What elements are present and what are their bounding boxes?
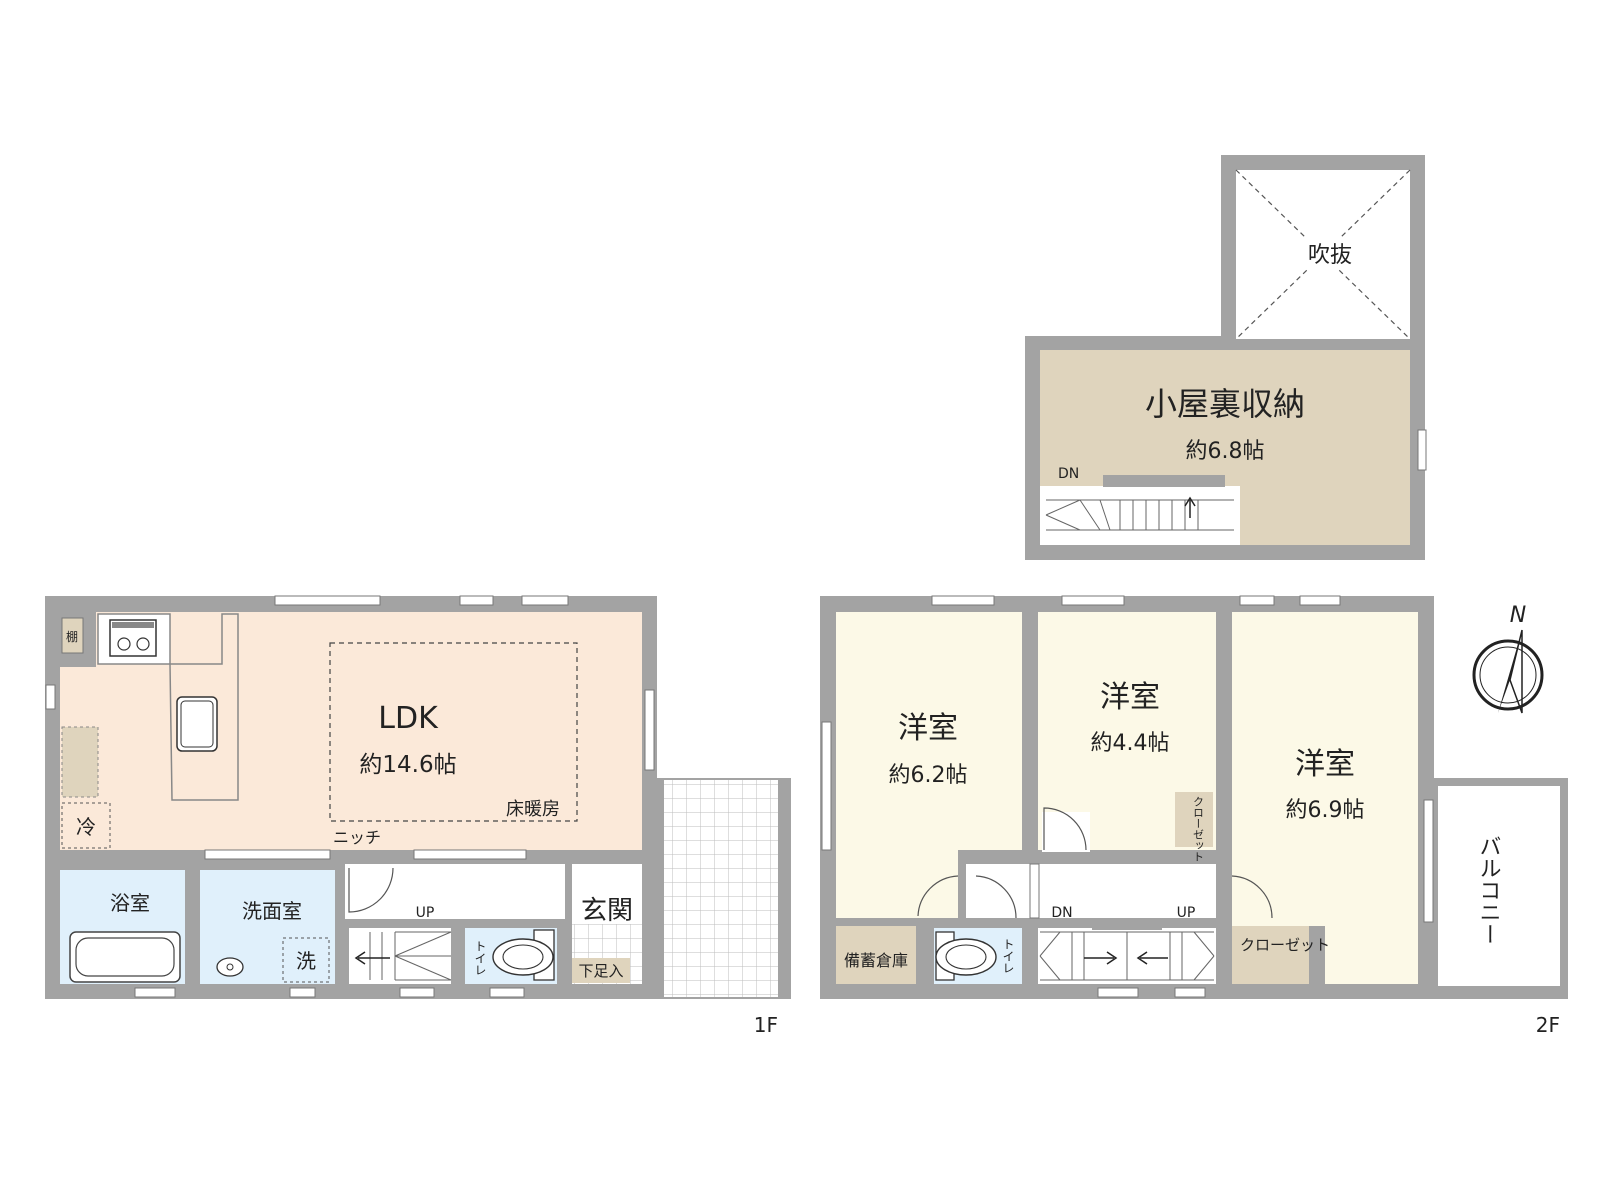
window <box>1239 595 1275 606</box>
washer-space <box>282 937 330 983</box>
bath-label: 浴室 <box>110 891 150 915</box>
toilet-icon <box>492 938 554 976</box>
window <box>459 595 494 606</box>
shelf-box <box>61 617 84 654</box>
burner-icon <box>117 637 131 651</box>
window <box>204 849 331 860</box>
compass-ring <box>1472 639 1544 711</box>
wash-basin <box>216 957 244 977</box>
closet <box>1232 926 1309 984</box>
attic-window <box>1417 429 1427 471</box>
floor-heating-label: 床暖房 <box>506 799 560 820</box>
floor1-stairs-up-label: UP <box>416 905 435 921</box>
entrance-label: 玄関 <box>581 896 633 926</box>
door-swing <box>1231 875 1273 919</box>
fridge-label: 冷 <box>76 815 96 839</box>
terrace-tiles <box>664 780 778 997</box>
balcony-label: バルコニー <box>1476 835 1501 945</box>
window <box>521 595 569 606</box>
room-b-area: 約4.4帖 <box>1091 731 1170 756</box>
western-room-b <box>1038 612 1216 850</box>
compass-north-label: N <box>1510 603 1526 628</box>
window <box>399 987 435 998</box>
toilet-icon <box>935 938 997 976</box>
small-closet <box>1175 792 1213 847</box>
attic-stairs-dn-label: DN <box>1058 466 1079 482</box>
compass: N <box>1472 603 1544 714</box>
window <box>821 721 832 851</box>
floor2-label: 2F <box>1536 1013 1560 1037</box>
bathtub <box>69 931 181 983</box>
stockroom <box>836 926 916 984</box>
attic-storage-area: 約6.8帖 <box>1186 439 1265 464</box>
pantry-area <box>61 726 99 798</box>
floor1-toilet-label: トイレ <box>473 940 487 976</box>
window <box>289 987 316 998</box>
room-b-name: 洋室 <box>1100 680 1160 715</box>
door-swing <box>975 875 1017 919</box>
floor2-toilet-label: トイレ <box>1001 938 1015 974</box>
window <box>931 595 995 606</box>
balcony-floor <box>1438 786 1560 986</box>
floor2: バルコニー 洋室 約6.2帖 備蓄倉庫 洋室 約4.4帖 クローゼット 洋室 約… <box>820 595 1568 1037</box>
window <box>45 684 56 710</box>
window <box>1423 799 1434 923</box>
floor2-stairs-dn-label: DN <box>1051 905 1072 921</box>
void-label-bg <box>1300 238 1360 268</box>
compass-needle-icon <box>1498 630 1522 713</box>
void-label: 吹抜 <box>1308 243 1352 268</box>
room-c-area: 約6.9帖 <box>1286 798 1365 823</box>
window <box>644 689 655 771</box>
attic-stairs: DN <box>1040 466 1240 545</box>
floor1-hallway <box>345 864 565 919</box>
window <box>1097 987 1139 998</box>
window <box>1174 987 1206 998</box>
attic-floor: 吹抜 小屋裏収納 約6.8帖 <box>1025 155 1427 560</box>
floor2-stairs-up-label: UP <box>1177 905 1196 921</box>
window <box>274 595 381 606</box>
floor1-label: 1F <box>754 1013 778 1037</box>
window <box>134 987 176 998</box>
kitchen-sink <box>176 696 218 752</box>
room-a-area: 約6.2帖 <box>889 763 968 788</box>
floor2-hallway <box>966 864 1216 918</box>
washroom-label: 洗面室 <box>242 899 302 923</box>
door-swing <box>1043 807 1087 851</box>
door-swing <box>348 867 394 913</box>
window <box>1029 863 1040 919</box>
attic-storage-name: 小屋裏収納 <box>1145 385 1305 423</box>
window <box>489 987 525 998</box>
window <box>1299 595 1341 606</box>
window <box>413 849 527 860</box>
western-room-c <box>1232 612 1418 984</box>
room-c-name: 洋室 <box>1295 747 1355 782</box>
floor2-stairs: DN UP <box>1038 905 1216 984</box>
shelf-label: 棚 <box>66 629 78 644</box>
door-swing <box>917 875 959 917</box>
floor1: 棚 冷 LDK 約14.6帖 床暖房 ニッチ 浴室 洗面室 洗 <box>45 595 791 1037</box>
ldk-area: 約14.6帖 <box>359 752 456 778</box>
niche-label: ニッチ <box>333 828 381 847</box>
floor1-stairs: UP <box>345 905 452 984</box>
floor-heating-area <box>329 642 578 822</box>
washer-label: 洗 <box>296 949 316 973</box>
western-room-a <box>836 612 1022 918</box>
window <box>1061 595 1125 606</box>
small-closet-label: クローゼット <box>1192 796 1205 862</box>
ldk-name: LDK <box>378 701 439 736</box>
fridge-space <box>61 802 111 849</box>
burner-icon <box>136 637 150 651</box>
shoe-box-label: 下足入 <box>578 962 623 980</box>
room-a-name: 洋室 <box>898 711 958 746</box>
stockroom-label: 備蓄倉庫 <box>844 951 908 970</box>
shoe-box <box>572 958 630 983</box>
closet-label: クローゼット <box>1240 936 1330 954</box>
